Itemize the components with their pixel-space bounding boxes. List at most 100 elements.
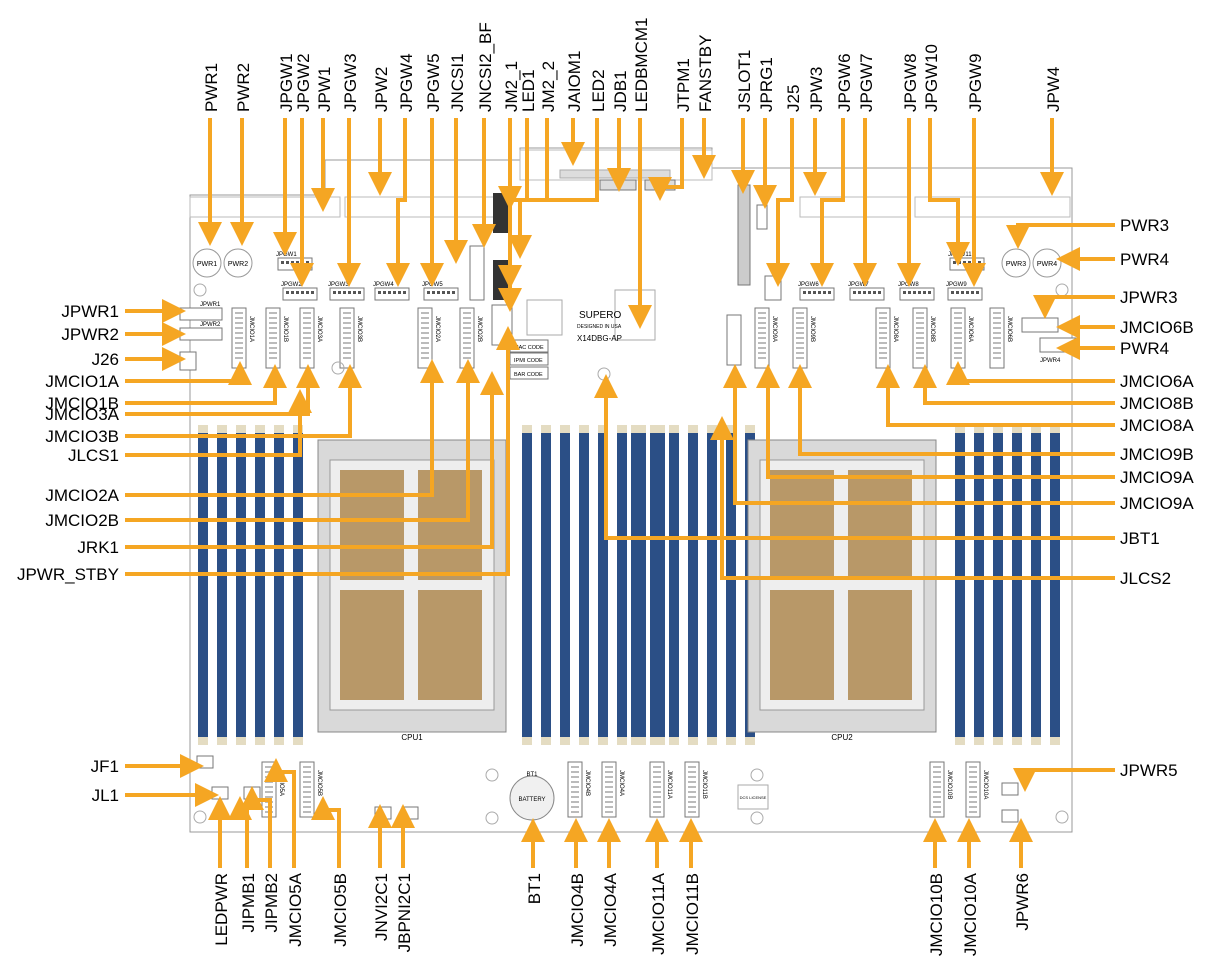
header-pin [978,261,981,264]
label-left: JLCS1 [68,446,119,465]
designed-text: DESIGNED IN USA [577,324,622,330]
callout-top-JPGW10 [928,118,970,266]
mcio-pins [343,322,351,324]
mcio-pins [421,342,429,344]
mcio-pins [969,766,977,768]
mcio-label: JMCIO8B [929,316,935,342]
mcio-pins [571,776,579,778]
mcio-pins [269,342,277,344]
mcio-pins [879,332,887,334]
mcio-pins [758,342,766,344]
label-top: FANSTBY [696,35,715,112]
mcio-pins [571,766,579,768]
callout-right-JMCIO9B [788,364,1115,456]
header-pin [333,291,336,294]
mcio-pins [269,312,277,314]
label-top: JPGW8 [901,53,920,112]
mcio-pins [688,776,696,778]
mcio-pins [269,357,277,359]
header-pin [442,291,445,294]
dimm-latch [255,425,265,433]
mcio-label-bottom: JMCIO5A [278,770,284,796]
label-top: JPGW5 [424,53,443,112]
dimm-left [255,425,265,745]
dimm-latch [669,737,679,745]
mcio-pins [605,776,613,778]
dimm-latch [974,737,984,745]
mcio-pins [758,352,766,354]
mcio-pins [265,786,273,788]
mcio-pins [969,781,977,783]
mcio-pins [993,342,1001,344]
header-pin [383,291,386,294]
mcio-pins [343,357,351,359]
callout-left-JMCIO1A [125,361,252,385]
mcio-pins [605,786,613,788]
label-top: JPGW9 [966,53,985,112]
mounting-hole [193,810,207,824]
mcio-pins [969,796,977,798]
mcio-pins [235,322,243,324]
dimm-center-left [560,425,570,745]
mcio-pins [265,776,273,778]
label-top: JPGW6 [835,53,854,112]
label-bottom: JMCIO10B [927,873,946,956]
header-pin [908,291,911,294]
small-header [1001,782,1019,796]
dimm-center-right [726,425,736,745]
mcio-pins [879,337,887,339]
mcio-pins [605,781,613,783]
mcio-pins [993,317,1001,319]
header-pin [353,291,356,294]
header-pin [301,291,304,294]
mcio-pins [571,801,579,803]
header-pin [343,291,346,294]
callout-left-JMCIO2A [125,359,444,497]
cpu2-socket-pad [848,470,912,580]
header-pin [853,291,856,294]
mcio-pins [653,766,661,768]
mcio-pins [571,791,579,793]
mcio-pins [954,322,962,324]
callout-top-JPGW4 [386,118,410,287]
dimm-latch [560,425,570,433]
dimm-latch [617,425,627,433]
label-top: JPGW2 [294,53,313,112]
mcio-pins [954,312,962,314]
dimm-latch [688,425,698,433]
mcio-pins [269,347,277,349]
header-pin [873,291,876,294]
dimm-latch [974,425,984,433]
mcio-label: JMCIO8A [892,316,898,342]
mcio-pins [463,332,471,334]
mcio-pins [265,766,273,768]
callout-right-JMCIO8B [913,364,1115,405]
m2-slot-2 [493,260,509,300]
mcio-pins [916,332,924,334]
callout-right-JBT1 [594,374,1115,540]
mcio-label: JMCIO1B [282,316,288,342]
mcio-pins [688,796,696,798]
mcio-pins [688,781,696,783]
mcio-pins [969,791,977,793]
mcio-pins [265,771,273,773]
dimm-latch [1031,425,1041,433]
mcio-pins [796,357,804,359]
mounting-hole [750,811,764,825]
label-right: JMCIO6B [1120,318,1194,337]
mcio-pins [954,337,962,339]
callout-left-JMCIO2B [125,359,480,522]
label-top: JDB1 [611,70,630,112]
mcio-pins [916,342,924,344]
mcio-pins [933,811,941,813]
mcio-pins [796,347,804,349]
mcio-pins [653,781,661,783]
mcio-pins [303,312,311,314]
label-top: JPRG1 [757,57,776,112]
top-connector-3 [914,196,1071,218]
mcio-pins [879,327,887,329]
mcio-pins [463,312,471,314]
mcio-label-bottom: JMCIO11B [701,770,707,799]
mcio-pins [758,312,766,314]
mcio-pins [343,337,351,339]
